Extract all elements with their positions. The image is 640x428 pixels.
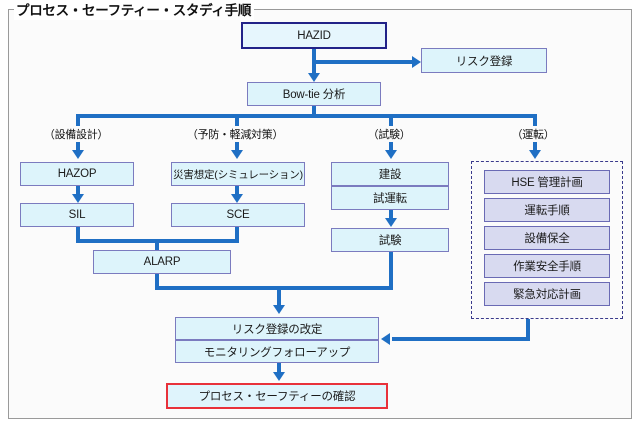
connector-to-hse-group bbox=[533, 142, 537, 154]
connector-testing-down bbox=[389, 252, 393, 290]
page-title: プロセス・セーフティー・スタディ手順 bbox=[14, 2, 255, 20]
connector-sce-down bbox=[235, 227, 239, 243]
node-hazid-label: HAZID bbox=[297, 29, 331, 42]
connector-monitoring-to-confirm bbox=[277, 363, 281, 376]
node-emergency-plan-label: 緊急対応計画 bbox=[513, 289, 581, 301]
caption-test: （試験） bbox=[367, 129, 411, 141]
connector-operation-group-down bbox=[526, 319, 530, 341]
connector-to-construction bbox=[389, 142, 393, 154]
node-hazop-label: HAZOP bbox=[57, 168, 97, 180]
node-monitoring-followup[interactable]: モニタリングフォローアップ bbox=[175, 340, 379, 363]
connector-commissioning-to-testing bbox=[389, 210, 393, 222]
connector-hazid-down bbox=[312, 49, 316, 64]
arrowhead-to-bowtie bbox=[308, 73, 320, 82]
arrowhead-to-testing bbox=[385, 218, 397, 227]
node-risk-register-revision-label: リスク登録の改定 bbox=[231, 323, 323, 336]
node-process-safety-confirm[interactable]: プロセス・セーフティーの確認 bbox=[166, 383, 388, 409]
node-construction[interactable]: 建設 bbox=[331, 162, 449, 186]
node-process-safety-confirm-label: プロセス・セーフティーの確認 bbox=[198, 391, 356, 403]
connector-merge-stem-alarp bbox=[155, 239, 159, 251]
node-equipment-maintenance[interactable]: 設備保全 bbox=[484, 226, 610, 250]
node-sce-label: SCE bbox=[226, 209, 250, 221]
node-work-safety-procedure-label: 作業安全手順 bbox=[513, 261, 581, 273]
connector-bowtie-down bbox=[312, 106, 316, 118]
connector-branch-prevention bbox=[235, 114, 239, 126]
arrowhead-to-construction bbox=[385, 150, 397, 159]
node-emergency-plan[interactable]: 緊急対応計画 bbox=[484, 282, 610, 306]
connector-hazid-to-bowtie bbox=[312, 60, 316, 77]
arrowhead-feedback-to-monitoring bbox=[381, 333, 390, 345]
node-sil[interactable]: SIL bbox=[20, 203, 134, 227]
node-risk-register[interactable]: リスク登録 bbox=[421, 48, 547, 73]
node-hazid[interactable]: HAZID bbox=[241, 22, 387, 49]
node-hazop[interactable]: HAZOP bbox=[20, 162, 134, 186]
connector-merge-to-risk-revision bbox=[155, 286, 393, 290]
node-risk-register-revision[interactable]: リスク登録の改定 bbox=[175, 317, 379, 340]
node-testing[interactable]: 試験 bbox=[331, 228, 449, 252]
arrowhead-to-sil bbox=[72, 194, 84, 203]
operation-phase-group bbox=[471, 161, 623, 319]
node-disaster-sim[interactable]: 災害想定(シミュレーション) bbox=[171, 162, 305, 186]
connector-operation-feedback bbox=[392, 337, 528, 341]
node-monitoring-followup-label: モニタリングフォローアップ bbox=[203, 346, 351, 359]
node-hse-plan-label: HSE 管理計画 bbox=[511, 177, 583, 189]
node-work-safety-procedure[interactable]: 作業安全手順 bbox=[484, 254, 610, 278]
node-testing-label: 試験 bbox=[378, 235, 402, 247]
caption-facility-design: （設備設計） bbox=[43, 129, 109, 141]
node-hse-plan[interactable]: HSE 管理計画 bbox=[484, 170, 610, 194]
node-disaster-sim-label: 災害想定(シミュレーション) bbox=[173, 168, 303, 181]
arrowhead-to-hazop bbox=[72, 150, 84, 159]
arrowhead-to-confirm bbox=[273, 372, 285, 381]
connector-branch-facility-design bbox=[76, 114, 80, 126]
caption-operation: （運転） bbox=[511, 129, 555, 141]
connector-disaster-sim-to-sce bbox=[235, 186, 239, 198]
connector-to-hazop bbox=[76, 142, 80, 154]
connector-hazop-to-sil bbox=[76, 186, 80, 198]
node-risk-register-label: リスク登録 bbox=[455, 55, 513, 68]
node-alarp-label: ALARP bbox=[143, 256, 181, 268]
arrowhead-to-risk-register bbox=[412, 56, 421, 68]
node-construction-label: 建設 bbox=[378, 169, 402, 181]
node-bowtie[interactable]: Bow-tie 分析 bbox=[247, 82, 381, 106]
connector-sil-down bbox=[76, 227, 80, 243]
node-commissioning[interactable]: 試運転 bbox=[331, 186, 449, 210]
node-equipment-maintenance-label: 設備保全 bbox=[524, 233, 570, 245]
arrowhead-to-sce bbox=[231, 194, 243, 203]
arrowhead-to-risk-revision bbox=[273, 305, 285, 314]
node-operating-procedure[interactable]: 運転手順 bbox=[484, 198, 610, 222]
arrowhead-to-disaster-sim bbox=[231, 150, 243, 159]
node-sce[interactable]: SCE bbox=[171, 203, 305, 227]
connector-branch-operation bbox=[533, 114, 537, 126]
connector-alarp-down bbox=[155, 274, 159, 290]
connector-bus-horizontal bbox=[76, 114, 537, 118]
connector-to-disaster-sim bbox=[235, 142, 239, 154]
node-bowtie-label: Bow-tie 分析 bbox=[282, 89, 346, 101]
connector-hazid-to-risk-register bbox=[312, 60, 414, 64]
node-commissioning-label: 試運転 bbox=[373, 193, 407, 205]
caption-prevention-mitigation: （予防・軽減対策） bbox=[186, 129, 284, 141]
connector-branch-test bbox=[389, 114, 393, 126]
arrowhead-to-hse-group bbox=[529, 150, 541, 159]
connector-stem-to-risk-revision bbox=[277, 286, 281, 309]
node-alarp[interactable]: ALARP bbox=[93, 250, 231, 274]
node-operating-procedure-label: 運転手順 bbox=[524, 205, 570, 217]
node-sil-label: SIL bbox=[68, 209, 86, 221]
